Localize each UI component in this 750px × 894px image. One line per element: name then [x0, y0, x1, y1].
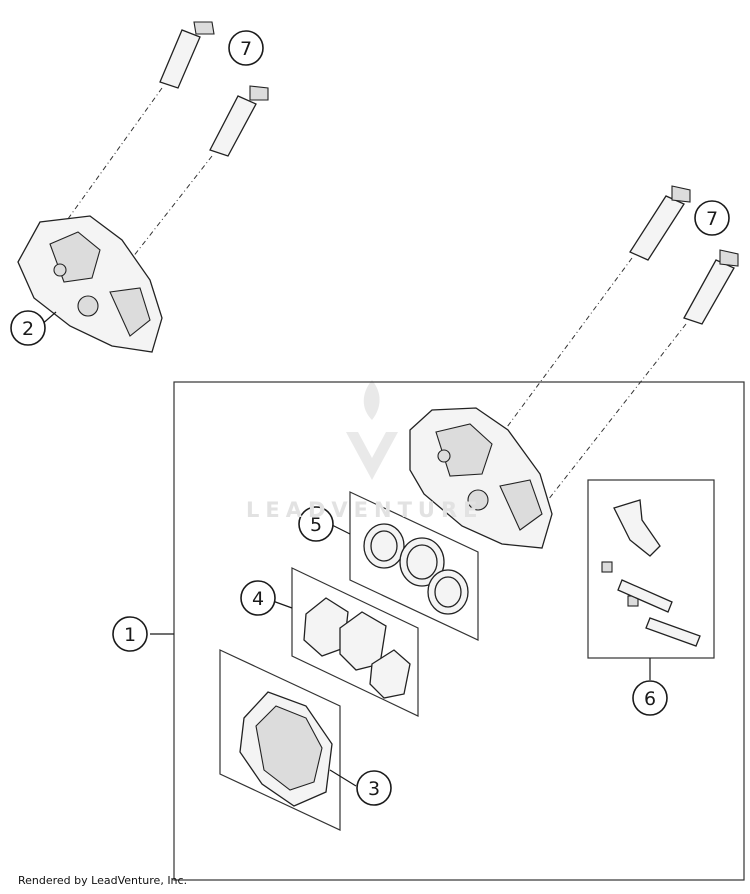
bolt-upper-right-1: [629, 185, 691, 261]
leader-line-3: [329, 769, 357, 787]
svg-text:2: 2: [22, 318, 34, 340]
callout-2: 2: [10, 310, 46, 346]
callout-3: 3: [356, 770, 392, 806]
render-credit: Rendered by LeadVenture, Inc.: [18, 874, 188, 887]
assembly-frame: [173, 381, 745, 881]
piston-kit: [291, 567, 419, 717]
bolt-axis-line: [547, 323, 687, 501]
brake-caliper-right: [409, 407, 553, 549]
callout-7-upper-left: 7: [228, 30, 264, 66]
bolt-upper-left-2: [209, 85, 269, 157]
hardware-kit: [587, 479, 715, 659]
svg-text:7: 7: [240, 38, 252, 60]
brake-pad-kit: [219, 649, 341, 831]
svg-text:4: 4: [252, 588, 264, 610]
svg-text:5: 5: [310, 514, 322, 536]
callout-1: 1: [112, 616, 148, 652]
bolt-upper-left-1: [159, 21, 215, 89]
svg-text:6: 6: [644, 688, 656, 710]
brake-caliper-left: [17, 215, 163, 353]
watermark-text: LEADVENTURE: [246, 498, 484, 522]
seal-kit: [349, 491, 479, 641]
callout-4: 4: [240, 580, 276, 616]
bolt-axis-line: [489, 257, 633, 451]
leadventure-logo-watermark: [346, 380, 398, 480]
svg-text:7: 7: [706, 208, 718, 230]
callout-5: 5: [298, 506, 334, 542]
svg-text:3: 3: [368, 778, 380, 800]
callout-7-upper-right: 7: [694, 200, 730, 236]
bolt-axis-line: [59, 87, 163, 231]
svg-text:1: 1: [124, 624, 136, 646]
callout-6: 6: [632, 680, 668, 716]
bolt-axis-line: [117, 155, 213, 277]
bolt-upper-right-2: [683, 249, 739, 325]
